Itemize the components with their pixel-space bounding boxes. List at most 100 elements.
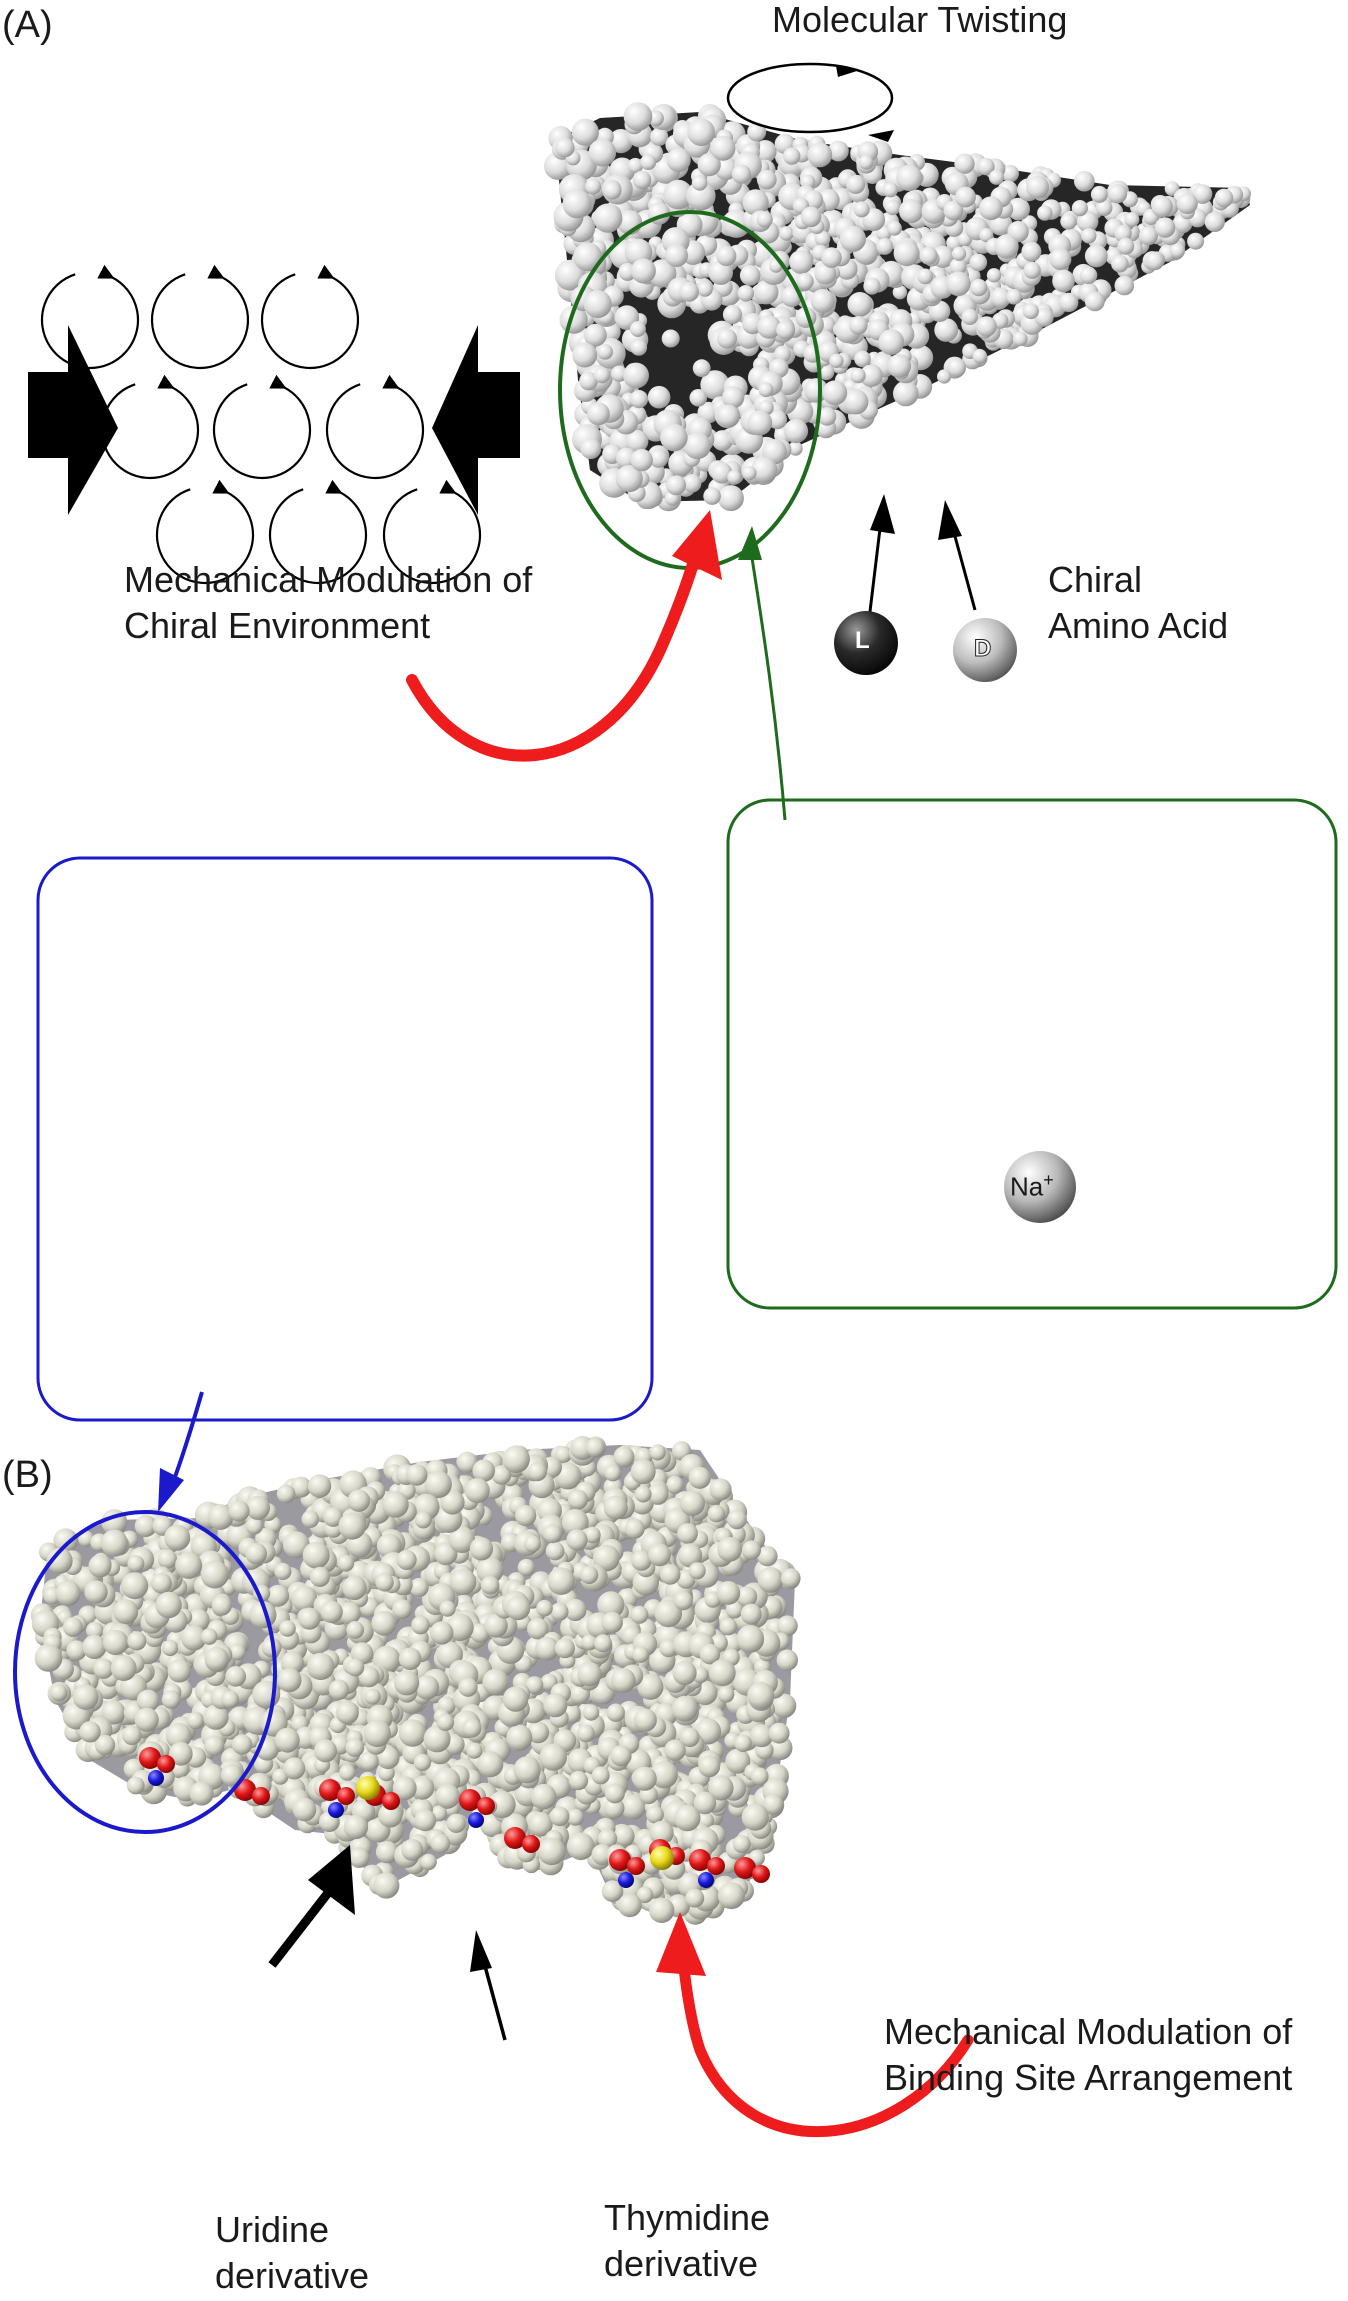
atom: [328, 1679, 350, 1700]
atom: [727, 1509, 747, 1530]
rotation-spiral: [268, 479, 368, 585]
sodium-ion: [1004, 1151, 1076, 1223]
atom: [491, 1465, 512, 1485]
atom: [502, 1686, 529, 1712]
atom: [1117, 237, 1135, 255]
atom: [1001, 164, 1019, 183]
atom: [363, 1719, 391, 1748]
atom: [168, 1741, 193, 1766]
atom: [603, 1797, 625, 1819]
atom: [568, 1770, 589, 1791]
atom: [672, 1660, 697, 1685]
atom: [928, 300, 951, 322]
green-structure-box: [726, 798, 1338, 1310]
atom: [977, 157, 995, 176]
atom: [1204, 211, 1225, 232]
atom: [717, 1882, 745, 1910]
atom: [632, 170, 652, 190]
atom: [892, 285, 908, 300]
atom: [537, 1837, 566, 1866]
atom: [555, 137, 575, 158]
atom: [477, 1751, 504, 1778]
atom: [1059, 292, 1079, 313]
atom: [279, 1620, 296, 1637]
atom: [93, 1658, 114, 1679]
atom: [448, 1526, 476, 1553]
atom: [592, 1544, 620, 1572]
atom: [788, 441, 803, 456]
atom: [946, 271, 971, 297]
atom: [566, 1832, 595, 1861]
atom: [699, 1643, 721, 1665]
atom: [677, 1523, 698, 1544]
atom: [747, 410, 773, 436]
atom: [717, 485, 744, 512]
nitrogen-atom: [618, 1872, 634, 1888]
atom: [709, 1478, 732, 1501]
atom: [814, 262, 837, 285]
atom: [1214, 188, 1234, 208]
atom: [591, 1766, 610, 1785]
atom: [625, 429, 649, 453]
atom: [947, 358, 967, 378]
atom: [298, 1607, 321, 1630]
atom: [200, 1628, 218, 1645]
atom: [101, 1700, 126, 1725]
atom: [186, 1711, 205, 1730]
atom: [762, 1794, 784, 1815]
atom: [585, 1437, 605, 1458]
atom: [450, 1568, 477, 1596]
atom: [674, 1804, 701, 1832]
atom: [737, 285, 755, 302]
atom: [200, 1560, 229, 1589]
atom: [650, 127, 669, 146]
atom: [640, 154, 657, 171]
atom: [716, 245, 737, 266]
atom: [582, 1704, 600, 1721]
sodium-ion-label: Na+: [1010, 1170, 1054, 1203]
atom: [127, 1555, 145, 1573]
atom: [161, 1690, 181, 1709]
atom: [679, 282, 699, 302]
atom: [615, 465, 643, 493]
atom: [220, 1764, 243, 1786]
atom: [307, 1474, 332, 1498]
blue-selection-ellipse: [13, 1510, 277, 1834]
atom: [742, 189, 769, 216]
atom: [231, 1734, 253, 1755]
atom: [525, 1676, 544, 1694]
atom: [581, 1634, 598, 1651]
atom: [345, 1738, 365, 1757]
atom: [282, 1531, 310, 1559]
atom: [207, 1504, 234, 1530]
atom: [647, 1483, 669, 1505]
atom: [342, 1575, 367, 1601]
atom: [843, 389, 869, 415]
thymidine-label-line2: derivative: [604, 2243, 759, 2284]
atom: [134, 1707, 159, 1732]
atom: [634, 1485, 652, 1503]
atom: [1154, 217, 1176, 238]
atom: [671, 1695, 698, 1722]
atom: [610, 1745, 632, 1767]
atom: [476, 1556, 504, 1584]
atom: [566, 1529, 588, 1551]
atom: [693, 1791, 717, 1815]
atom: [603, 181, 622, 200]
atom: [34, 1644, 63, 1672]
atom: [424, 1470, 452, 1499]
atom: [611, 1668, 636, 1693]
atom: [568, 1489, 588, 1510]
atom: [961, 308, 978, 325]
thymidine-label-line1: Thymidine: [604, 2197, 771, 2238]
atom: [972, 349, 988, 364]
atom: [550, 1602, 569, 1621]
blue-structure-box: [36, 856, 654, 1422]
atom: [554, 1446, 572, 1464]
atom: [955, 186, 976, 208]
atom: [1084, 291, 1105, 312]
atom: [53, 1528, 78, 1553]
atom: [679, 1490, 706, 1516]
chiral-amino-label-line2: Amino Acid: [1048, 605, 1229, 646]
